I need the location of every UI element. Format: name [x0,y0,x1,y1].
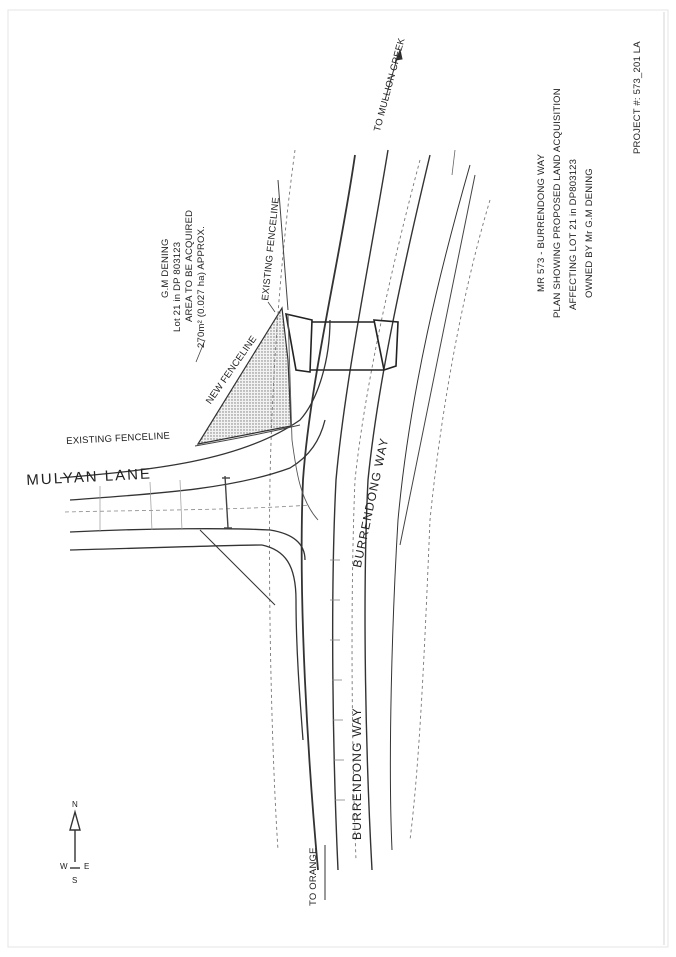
south-label: S [72,876,78,885]
owner-name: G.M DENING [160,238,171,298]
west-label: W [60,862,68,871]
mulyan-lane-alignment [59,319,331,561]
title-line-1: MR 573 - BURRENDONG WAY [536,153,547,292]
arrow-to-mullion-creek [384,48,403,101]
burrendong-way-label-lower: BURRENDONG WAY [350,707,364,840]
lot-reference: Lot 21 in DP 803123 [172,241,183,332]
title-line-3: AFFECTING LOT 21 in DP803123 [568,158,579,310]
burrendong-way-alignment [300,149,471,871]
north-label: N [72,800,78,809]
to-orange-label: TO ORANGE [308,847,319,906]
culvert-structure [284,312,399,373]
project-number: PROJECT #: 573_201 LA [632,41,643,154]
title-line-4: OWNED BY Mr G.M DENING [584,168,595,298]
area-value: 270m² (0.027 ha) APPROX. [196,225,207,348]
acquisition-area [196,306,292,445]
north-arrow-icon [69,809,81,869]
title-line-2: PLAN SHOWING PROPOSED LAND ACQUISITION [552,88,563,318]
east-label: E [84,862,90,871]
area-to-be-acquired: AREA TO BE ACQUIRED [184,209,195,322]
